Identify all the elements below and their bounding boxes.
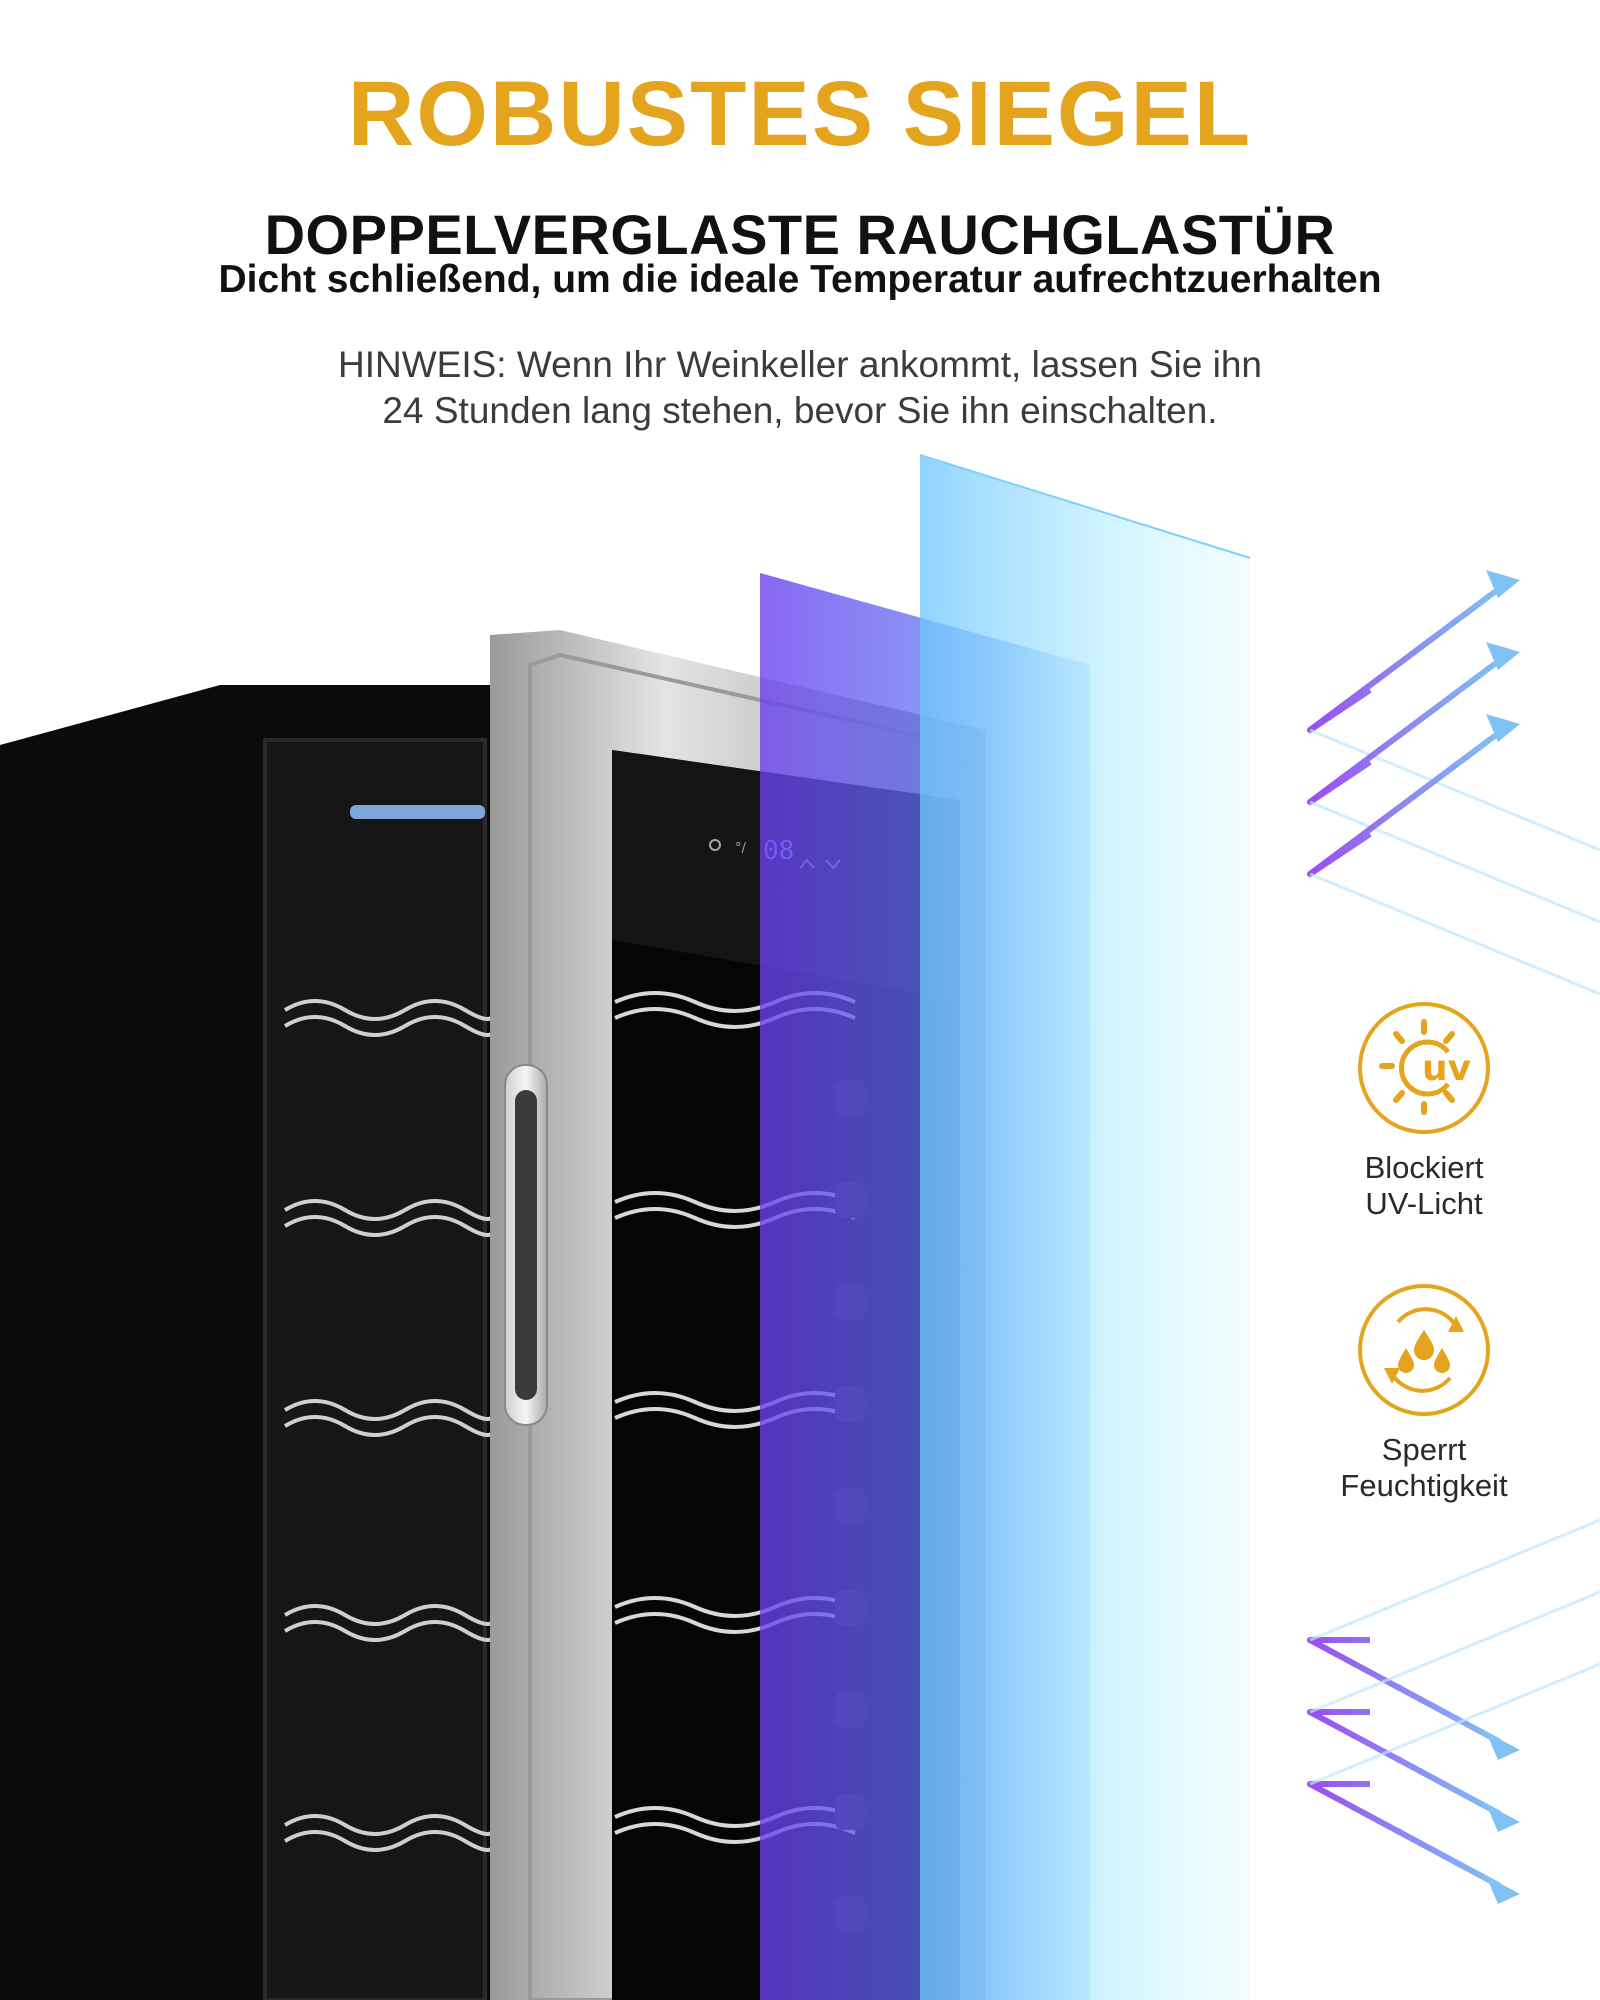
rack-wire xyxy=(283,1199,497,1221)
blue-glass-edge xyxy=(919,454,1251,559)
feature-humidity-line-2: Feuchtigkeit xyxy=(1340,1468,1508,1503)
reflection-arrow-head xyxy=(1486,1804,1520,1832)
reflection-arrow-head xyxy=(1486,642,1520,670)
setup-note-line-2: 24 Stunden lang stehen, bevor Sie ihn ei… xyxy=(382,390,1218,431)
reflected-ray xyxy=(1309,1518,1600,1642)
reflection-arrow-head xyxy=(1486,570,1520,598)
reflection-arrow-head xyxy=(1486,1732,1520,1760)
feature-humidity: Sperrt Feuchtigkeit xyxy=(1294,1282,1554,1504)
hero-title: ROBUSTES SIEGEL xyxy=(347,63,1253,165)
blue-glass-pane xyxy=(920,455,1250,2000)
reflection-arrow-line xyxy=(1307,729,1502,877)
arrows-top xyxy=(1307,570,1600,996)
product-tagline: Dicht schließend, um die ideale Temperat… xyxy=(218,258,1382,301)
rack-wire xyxy=(283,1620,497,1642)
reflected-ray xyxy=(1309,872,1600,996)
reflection-arrow-line xyxy=(1307,657,1502,805)
reflected-ray xyxy=(1309,1590,1600,1714)
feature-humidity-line-1: Sperrt xyxy=(1381,1432,1467,1467)
feature-uv-line-2: UV-Licht xyxy=(1365,1186,1483,1221)
reflected-ray xyxy=(1309,1662,1600,1786)
reflection-arrow-head xyxy=(1486,714,1520,742)
arrows-bottom xyxy=(1307,1518,1600,1904)
setup-note-line-1: HINWEIS: Wenn Ihr Weinkeller ankommt, la… xyxy=(338,344,1262,385)
product-subtitle: DOPPELVERGLASTE RAUCHGLASTÜR xyxy=(264,203,1336,266)
reflection-arrow-head xyxy=(1486,1876,1520,1904)
feature-humidity-label: Sperrt Feuchtigkeit xyxy=(1294,1432,1554,1504)
uv-sun-icon: uv xyxy=(1358,1002,1490,1134)
light-icon xyxy=(709,839,721,851)
interior-light xyxy=(350,805,485,819)
reflection-arrow-line xyxy=(1307,585,1502,733)
rack-wire xyxy=(283,1015,497,1037)
feature-uv-line-1: Blockiert xyxy=(1364,1150,1484,1185)
rack-wire xyxy=(283,1415,497,1437)
cabinet-interior xyxy=(263,738,487,2000)
rack-wire xyxy=(283,1814,497,1836)
feature-uv: uv Blockiert UV-Licht xyxy=(1294,1000,1554,1222)
reflected-ray xyxy=(1309,728,1600,852)
humidity-drops-icon xyxy=(1358,1284,1490,1416)
rack-wire xyxy=(283,1830,497,1852)
rack-wire xyxy=(283,1399,497,1421)
reflected-ray xyxy=(1309,800,1600,924)
svg-text:uv: uv xyxy=(1422,1048,1471,1089)
rack-wire xyxy=(283,999,497,1021)
door-handle-grip xyxy=(515,1090,537,1400)
unit-icon: °/ xyxy=(735,841,747,856)
interior-racks xyxy=(283,999,497,1852)
wine-cooler-illustration: °/ 08 xyxy=(0,454,1600,2000)
rack-wire xyxy=(283,1215,497,1237)
setup-note: HINWEIS: Wenn Ihr Weinkeller ankommt, la… xyxy=(0,342,1600,434)
rack-wire xyxy=(283,1604,497,1626)
feature-uv-label: Blockiert UV-Licht xyxy=(1294,1150,1554,1222)
